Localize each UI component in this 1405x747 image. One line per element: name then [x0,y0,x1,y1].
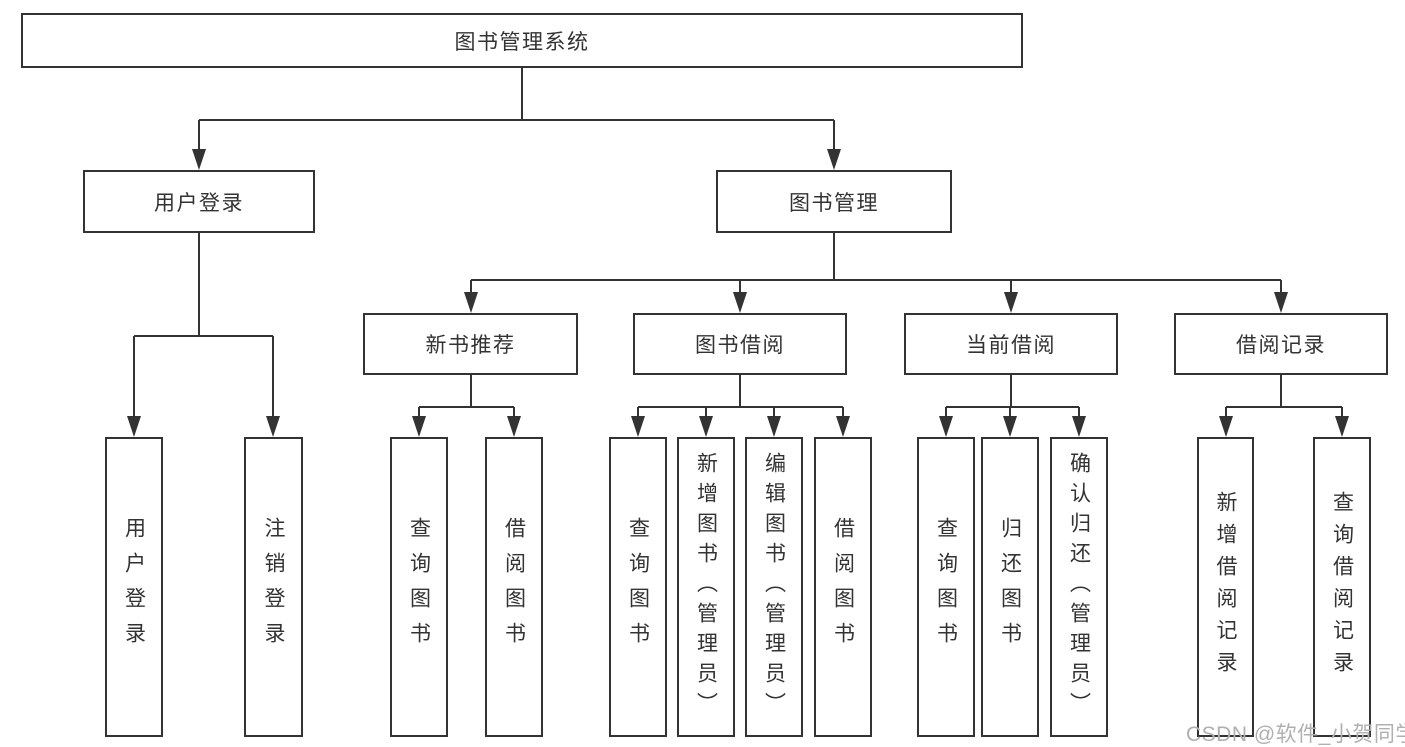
leaf-logout: 注销登录 [244,437,303,737]
node-book-borrowing-label: 图书借阅 [695,334,785,357]
leaf-edit-books-admin: 编辑图书（管理员） [745,437,803,737]
leaf-return-books: 归还图书 [981,437,1039,737]
leaf-logout-label: 注销登录 [262,517,285,657]
node-new-book-recommend-label: 新书推荐 [425,334,516,357]
node-book-management: 图书管理 [716,170,952,233]
node-book-borrowing: 图书借阅 [633,313,847,375]
leaf-confirm-return-admin: 确认归还（管理员） [1050,437,1108,737]
leaf-query-books-borrow: 查询图书 [609,437,667,737]
tree-connector [1219,375,1349,437]
leaf-add-borrow-record-label: 新增借阅记录 [1214,491,1237,683]
leaf-query-books-recommend: 查询图书 [390,437,448,737]
leaf-add-books-admin-label: 新增图书（管理员） [694,452,718,722]
leaf-query-books-recommend-label: 查询图书 [407,517,431,657]
leaf-return-books-label: 归还图书 [998,517,1022,657]
tree-connector [412,375,521,437]
leaf-query-books-borrow-label: 查询图书 [626,517,650,657]
node-current-borrowing-label: 当前借阅 [966,334,1056,357]
tree-connector [464,233,1288,313]
leaf-confirm-return-admin-label: 确认归还（管理员） [1067,452,1091,722]
leaf-query-borrow-record: 查询借阅记录 [1313,437,1371,737]
node-library-system-label: 图书管理系统 [454,30,590,54]
tree-connector [631,375,850,437]
node-user-login: 用户登录 [83,170,315,233]
node-borrow-records: 借阅记录 [1174,313,1388,375]
leaf-edit-books-admin-label: 编辑图书（管理员） [762,452,786,722]
leaf-borrow-books: 借阅图书 [814,437,872,737]
leaf-add-books-admin: 新增图书（管理员） [677,437,735,737]
node-new-book-recommend: 新书推荐 [363,313,578,375]
leaf-query-borrow-record-label: 查询借阅记录 [1330,491,1354,683]
leaf-query-books-current-label: 查询图书 [934,517,958,657]
leaf-add-borrow-record: 新增借阅记录 [1197,437,1254,737]
node-current-borrowing: 当前借阅 [904,313,1118,375]
leaf-user-login: 用户登录 [105,437,163,737]
leaf-query-books-current: 查询图书 [917,437,975,737]
csdn-watermark: CSDN @软件_小贺同学 [1186,723,1405,746]
node-user-login-label: 用户登录 [154,191,244,215]
leaf-borrow-books-recommend-label: 借阅图书 [502,517,526,657]
node-book-management-label: 图书管理 [789,191,879,215]
leaf-borrow-books-label: 借阅图书 [831,517,855,657]
tree-connector [939,375,1086,437]
leaf-user-login-label: 用户登录 [122,517,146,657]
node-borrow-records-label: 借阅记录 [1236,334,1326,357]
node-library-system: 图书管理系统 [21,13,1023,68]
tree-connector [192,68,841,170]
leaf-borrow-books-recommend: 借阅图书 [485,437,543,737]
tree-connector [127,233,280,437]
